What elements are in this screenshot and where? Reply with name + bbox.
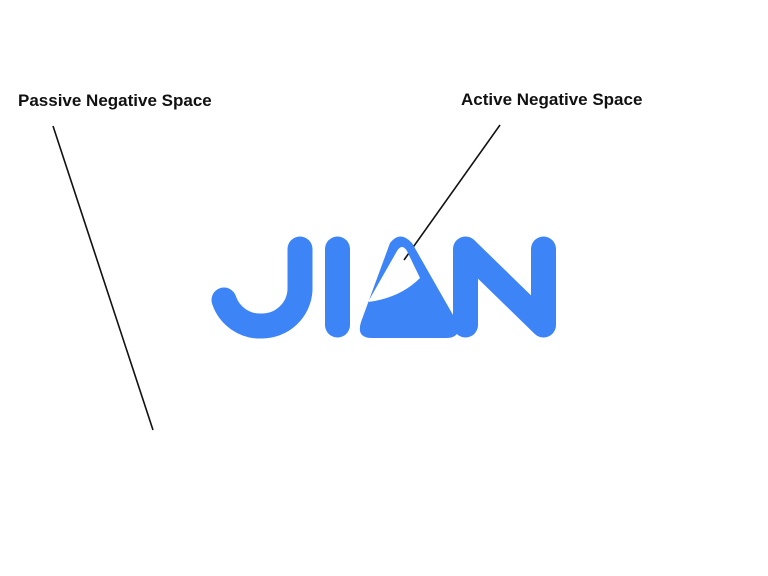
passive-leader-line	[52, 125, 154, 431]
active-leader-line	[403, 124, 501, 261]
logo-letter-j	[211, 236, 313, 339]
logo-letter-a	[359, 236, 459, 338]
active-negative-space-label: Active Negative Space	[461, 90, 643, 109]
jian-logo	[211, 236, 556, 339]
passive-negative-space-label: Passive Negative Space	[18, 91, 212, 110]
logo-letter-n	[453, 236, 556, 338]
